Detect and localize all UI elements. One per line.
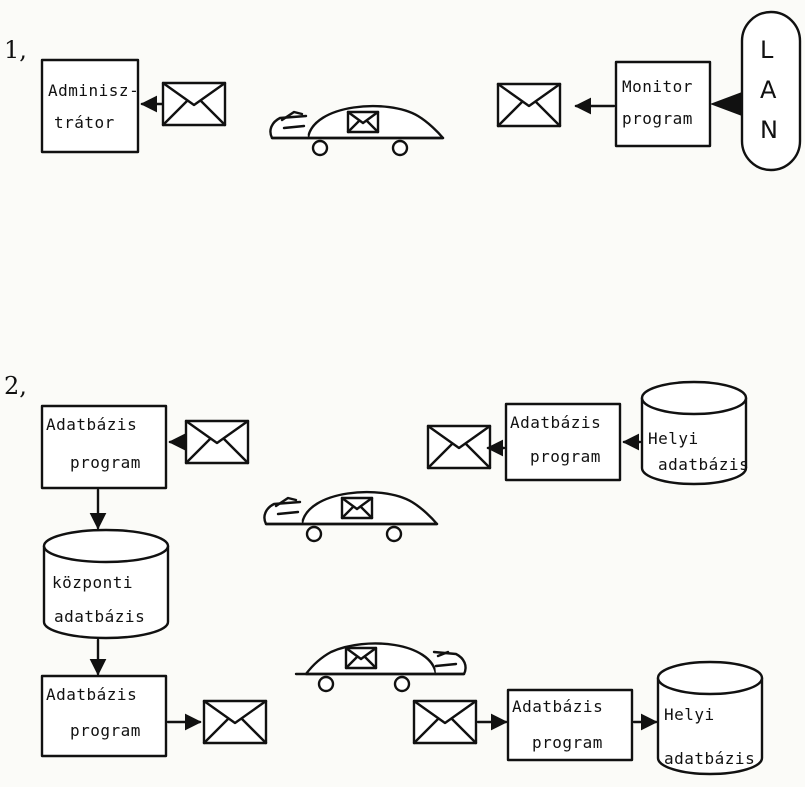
db-program-top-right-line2: program: [530, 447, 601, 466]
db-program-top-left-line1: Adatbázis: [46, 415, 137, 434]
db-program-bottom-left-line1: Adatbázis: [46, 685, 137, 704]
car-icon: [263, 490, 439, 543]
monitor-program-box: Monitor program: [614, 60, 712, 148]
db-program-top-left-line2: program: [70, 453, 141, 472]
monitor-line1: Monitor: [622, 77, 693, 96]
local-db-bottom-line2: adatbázis: [664, 749, 755, 768]
db-program-top-left: Adatbázis program: [40, 404, 168, 490]
local-db-bottom-cylinder: Helyi adatbázis: [656, 660, 764, 776]
central-db-line1: központi: [52, 573, 133, 592]
db-program-bottom-right: Adatbázis program: [506, 688, 634, 762]
db-program-top-right-line1: Adatbázis: [510, 413, 601, 432]
db-program-bottom-right-line1: Adatbázis: [512, 697, 603, 716]
car-icon: [294, 642, 467, 693]
envelope-icon: [161, 81, 227, 127]
local-db-top-line1: Helyi: [648, 429, 699, 448]
local-db-bottom-line1: Helyi: [664, 705, 715, 724]
lan-bubble: L A N: [740, 10, 802, 172]
administrator-line1: Adminisz-: [48, 81, 139, 100]
car-icon: [269, 104, 445, 157]
db-program-bottom-right-line2: program: [532, 733, 603, 752]
envelope-icon: [184, 419, 250, 465]
central-db-line2: adatbázis: [54, 607, 145, 626]
monitor-line2: program: [622, 109, 693, 128]
lan-letter-l: L: [760, 36, 774, 64]
lan-letter-a: A: [760, 76, 777, 104]
section-1-number: 1,: [4, 36, 27, 64]
lan-letter-n: N: [760, 116, 778, 144]
envelope-icon: [412, 699, 478, 745]
db-program-bottom-left: Adatbázis program: [40, 674, 168, 758]
connector-icon: [710, 92, 742, 116]
administrator-box: Adminisz- trátor: [40, 58, 140, 154]
db-program-bottom-left-line2: program: [70, 721, 141, 740]
administrator-line2: trátor: [54, 113, 115, 132]
section-2-number: 2,: [4, 372, 27, 400]
db-program-top-right: Adatbázis program: [504, 402, 622, 482]
envelope-icon: [202, 699, 268, 745]
local-db-top-cylinder: Helyi adatbázis: [640, 380, 749, 486]
envelope-icon: [426, 424, 492, 470]
central-db-cylinder: központi adatbázis: [42, 528, 170, 640]
envelope-icon: [496, 82, 562, 128]
local-db-top-line2: adatbázis: [658, 455, 749, 474]
